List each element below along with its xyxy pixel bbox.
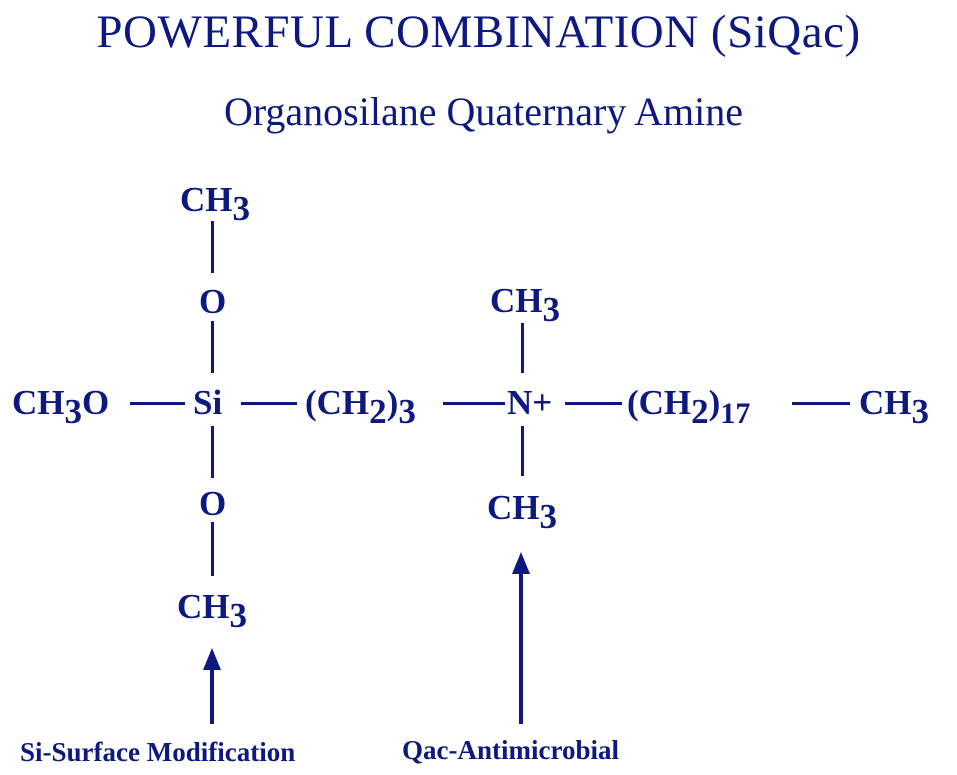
si-top-methyl: CH3 bbox=[180, 180, 250, 228]
bond-propyl-n bbox=[443, 402, 505, 405]
qac-arrow-shaft bbox=[519, 572, 523, 724]
bond-octadecyl-methyl bbox=[792, 402, 850, 405]
n-bottom-methyl: CH3 bbox=[487, 488, 557, 536]
arrow-up-icon bbox=[203, 648, 221, 670]
bond-si-top-upper bbox=[211, 221, 214, 273]
bond-si-propyl bbox=[241, 402, 297, 405]
bond-si-bottom-upper bbox=[211, 426, 214, 478]
silicon-atom: Si bbox=[193, 383, 223, 422]
bond-n-octadecyl bbox=[565, 402, 622, 405]
bond-n-bottom bbox=[521, 426, 524, 476]
si-arrow-shaft bbox=[210, 668, 214, 724]
si-left-methoxy: CH3O bbox=[12, 383, 110, 431]
si-top-oxygen: O bbox=[199, 282, 227, 321]
nitrogen-atom: N+ bbox=[507, 383, 553, 422]
propyl-chain: (CH2)3 bbox=[305, 383, 416, 431]
terminal-methyl: CH3 bbox=[859, 383, 929, 431]
n-top-methyl: CH3 bbox=[490, 281, 560, 329]
bond-n-top bbox=[521, 323, 524, 373]
si-surface-modification-label: Si-Surface Modification bbox=[20, 737, 296, 767]
qac-antimicrobial-label: Qac-Antimicrobial bbox=[402, 735, 619, 765]
octadecyl-chain: (CH2)17 bbox=[627, 383, 751, 431]
arrow-up-icon bbox=[512, 552, 530, 574]
bond-si-top-lower bbox=[211, 321, 214, 373]
si-bottom-methyl: CH3 bbox=[177, 587, 247, 635]
page-subtitle: Organosilane Quaternary Amine bbox=[223, 89, 744, 134]
bond-si-bottom-lower bbox=[211, 522, 214, 576]
page-title: POWERFUL COMBINATION (SiQac) bbox=[96, 6, 861, 58]
bond-methoxy-si bbox=[130, 402, 185, 405]
si-bottom-oxygen: O bbox=[199, 484, 227, 523]
